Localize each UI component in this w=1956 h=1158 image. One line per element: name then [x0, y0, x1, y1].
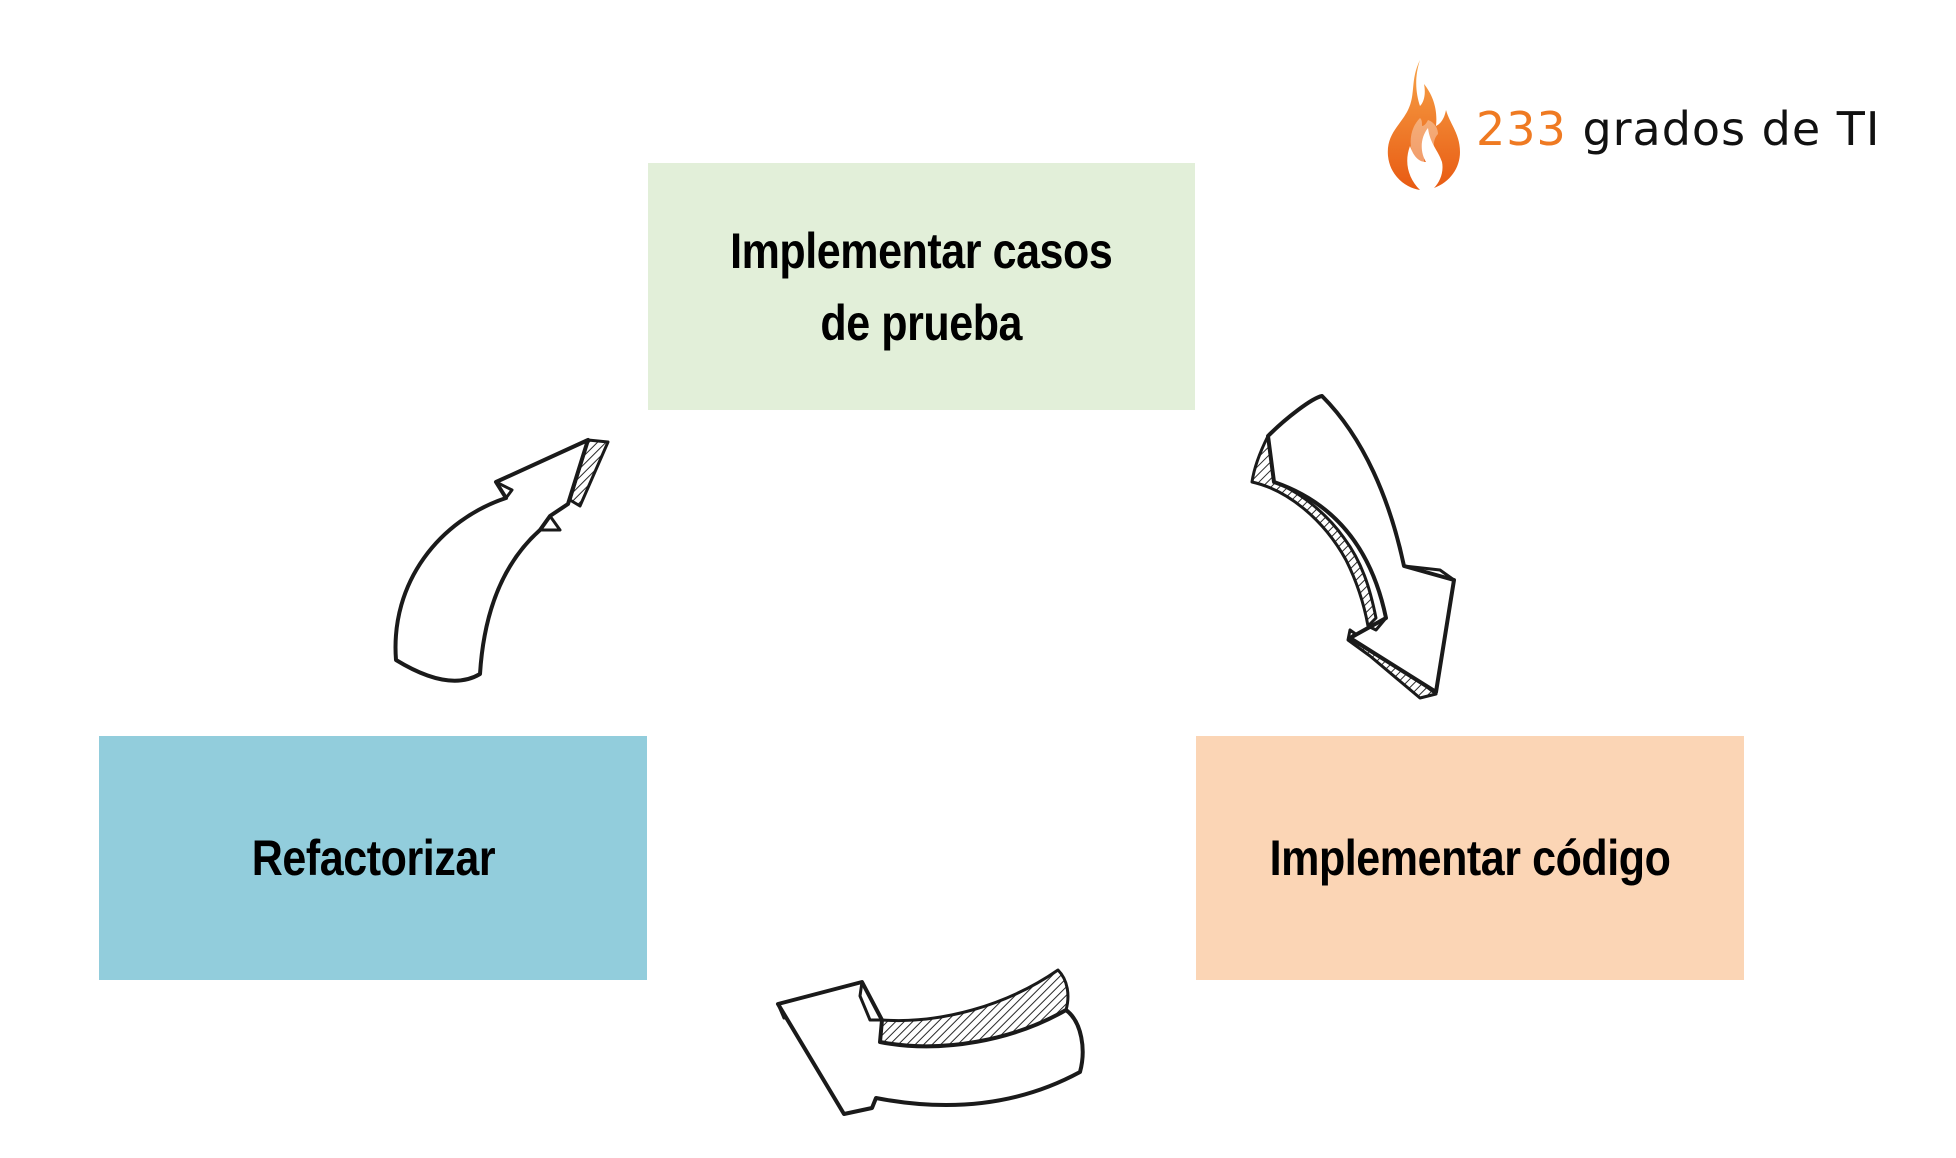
node-implement-code: Implementar código [1196, 736, 1744, 980]
logo-number: 233 [1476, 102, 1567, 156]
arrow-refactor-to-tests-notch [495, 480, 562, 532]
arrow-code-to-refactor-notch [858, 981, 882, 1022]
node-implement-code-label: Implementar código [1269, 830, 1671, 886]
node-implement-tests: Implementar casos de prueba [648, 163, 1195, 410]
arrow-code-to-refactor-body [776, 980, 1085, 1116]
node-implement-tests-label: Implementar casos de prueba [730, 215, 1113, 359]
brand-logo: 233 grados de TI [1380, 58, 1920, 192]
arrow-refactor-to-tests-body [393, 438, 590, 683]
logo-wordmark: 233 grados de TI [1476, 104, 1880, 154]
node-refactor: Refactorizar [99, 736, 647, 980]
arrow-tests-to-code [1250, 394, 1456, 700]
node-implement-tests-line1: Implementar casos [730, 222, 1113, 279]
flame-face-icon [1387, 60, 1460, 190]
arrow-tests-to-code-notch [1367, 564, 1455, 632]
node-implement-tests-line2: de prueba [820, 294, 1023, 351]
logo-words: grados de TI [1582, 102, 1881, 156]
arrow-tests-to-code-side [1250, 434, 1378, 628]
node-refactor-label: Refactorizar [251, 830, 495, 886]
arrow-code-to-refactor [776, 968, 1085, 1116]
arrow-refactor-to-tests [393, 438, 610, 683]
arrow-tests-to-code-body [1266, 394, 1456, 694]
